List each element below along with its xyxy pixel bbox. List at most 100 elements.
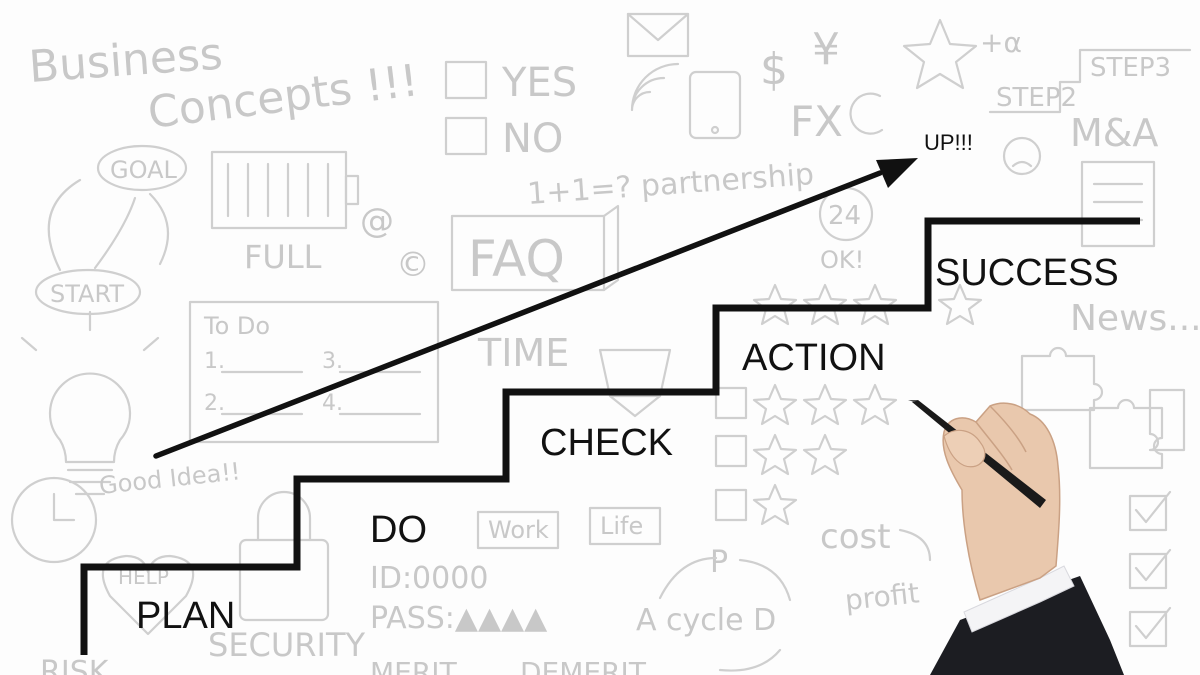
doodle-cost: cost [820,517,891,557]
yes-checkbox-icon [444,60,488,100]
star-icon [937,283,983,326]
star-icon [852,283,898,326]
doodle-time: TIME [477,331,569,375]
doodle-no: NO [502,116,563,162]
checked-box-icon [1128,494,1168,532]
check-mark-icon [1134,490,1172,524]
doodle-cycle-p: P [710,545,728,580]
star-icon [752,433,798,476]
lightbulb-rays [20,310,160,352]
suit-sleeve [930,576,1124,675]
star-icon [852,383,898,426]
doodle-plus-alpha: +α [980,26,1022,59]
doodle-security: SECURITY [208,626,366,664]
doodle-merit: MERIT [370,656,458,675]
star-icon [902,18,978,90]
puzzle-piece-icon [1148,388,1186,452]
arrow-head-icon [876,158,918,188]
star-icon [752,483,798,526]
check-mark-icon [1134,606,1172,640]
doodle-pass: PASS:▲▲▲▲ [370,601,547,636]
arrow-label-up: UP!!! [924,130,973,155]
document-lines [1092,182,1144,222]
doodle-life: Life [600,512,643,540]
puzzle-piece-icon [1088,398,1164,470]
finger-creases [975,405,1027,471]
checkbox-icon [714,434,748,468]
star-icon [802,283,848,326]
growth-arrow-line [153,170,883,459]
doodle-todo-1: 1. [204,349,225,374]
staircase [80,217,1140,655]
hand-with-pen [908,400,1124,675]
doodle-fx: FX [790,97,843,146]
doodle-partnership: 1+1=? partnership [526,157,815,212]
doodle-step3: STEP3 [1090,53,1171,83]
envelope-icon [626,12,690,58]
doodle-work: Work [488,516,549,544]
lock-shackle [256,490,312,542]
battery-bars [226,162,330,218]
stars-grid [714,283,983,526]
doodle-id: ID:0000 [370,561,488,596]
doodle-at: @ [360,201,394,241]
doodle-yen: ¥ [812,24,840,75]
sad-face-mouth [1011,160,1033,168]
lock-icon [238,538,330,622]
work-box-icon [476,510,560,550]
cycle-arrows [658,556,792,672]
sad-face-icon [1002,136,1042,176]
lightbulb-icon [48,372,132,464]
hourglass-mid-icon [608,394,662,418]
wifi-icon [630,62,680,112]
tablet-button [710,125,720,135]
doodle-a-cycle: A cycle D [636,603,776,638]
no-checkbox-icon [444,116,488,156]
checkbox-icon [714,488,748,522]
doodle-ok: OK! [820,246,864,274]
step-label-plan: PLAN [136,595,235,637]
goal-path-arrows [47,178,170,272]
faq-box-side [602,204,620,292]
check-mark-icon [1134,548,1172,582]
step-label-success: SUCCESS [935,252,1119,294]
tablet-icon [688,70,742,140]
life-box-icon [588,506,662,546]
doodle-dollar: $ [760,44,788,95]
doodle-copyright: © [396,245,430,285]
doodle-start: START [50,280,124,308]
star-icon [802,433,848,476]
doodle-risk: RISK [40,655,110,675]
goal-bubble-icon [96,144,188,192]
battery-tip [344,174,360,206]
star-icon [752,283,798,326]
doodle-todo-3: 3. [322,349,343,374]
doodle-news: News... [1070,298,1200,339]
puzzle-piece-icon [1020,346,1104,412]
doodle-24: 24 [828,201,861,231]
checkbox-icon [714,386,748,420]
doodle-todo-4: 4. [322,391,343,416]
step-label-action: ACTION [742,337,886,379]
todo-board-icon [188,300,440,444]
doodle-good-idea: Good Idea!! [98,457,242,500]
document-icon [1080,160,1156,248]
faq-box-icon [450,214,606,292]
doodle-faq: FAQ [468,230,565,288]
doodle-ma: M&A [1070,111,1158,155]
staircase-line [80,217,1140,655]
doodle-yes: YES [501,60,577,106]
pen-tip [908,400,918,402]
mini-staircase-icon [988,48,1192,114]
checked-box-icon [1128,610,1168,648]
doodle-todo-2: 2. [204,391,225,416]
checked-box-icon [1128,552,1168,590]
step-label-check: CHECK [540,422,673,464]
doodle-full: FULL [244,238,322,276]
doodle-demerit: DEMERIT [520,656,647,675]
thumb [943,429,986,468]
battery-icon [210,150,348,230]
cost-arrow [898,528,932,562]
